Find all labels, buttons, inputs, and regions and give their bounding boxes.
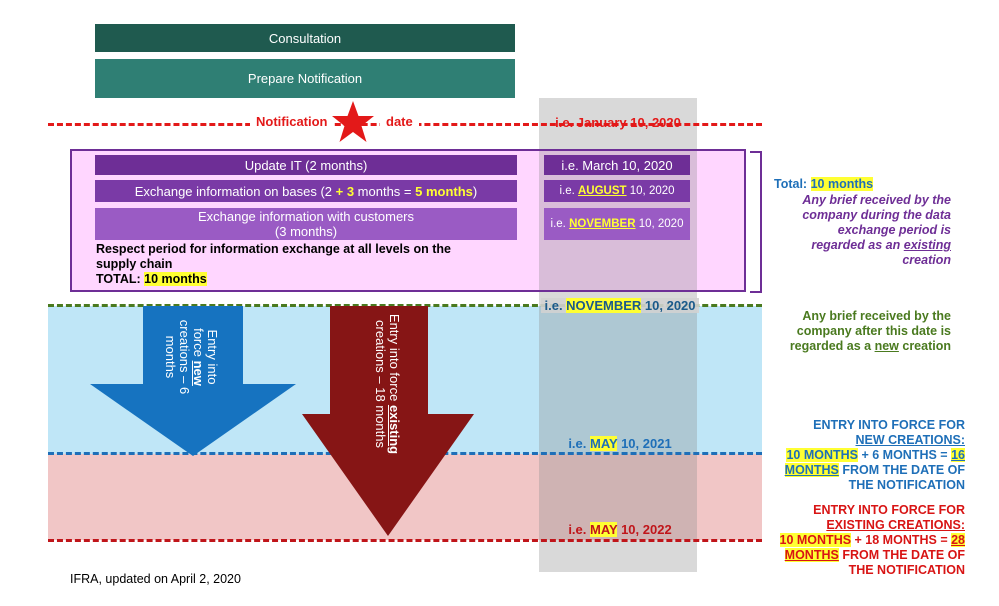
total-note: Total: 10 months: [774, 177, 874, 191]
entry-existing-note: ENTRY INTO FORCE FOR EXISTING CREATIONS:…: [779, 503, 965, 577]
may-2022-date: i.e. MAY 10, 2022: [568, 521, 672, 537]
november-line-date: i.e. NOVEMBER 10, 2020: [541, 296, 699, 314]
may-2022-line: [48, 539, 762, 542]
entry-new-note: ENTRY INTO FORCE FOR NEW CREATIONS: 10 M…: [784, 418, 965, 492]
existing-creations-arrow: [302, 306, 474, 536]
timeline-column: [539, 98, 697, 572]
new-creations-arrow-label: Entry into force new creations – 6 month…: [163, 319, 220, 395]
notification-date-word: date: [380, 111, 419, 132]
november-date-box: i.e. NOVEMBER 10, 2020: [544, 208, 690, 240]
consultation-label: Consultation: [268, 30, 342, 46]
prepare-notification-bar: Prepare Notification: [95, 59, 515, 98]
footer-note: IFRA, updated on April 2, 2020: [70, 572, 241, 586]
august-date-box: i.e. AUGUST 10, 2020: [544, 180, 690, 202]
total-bracket: [750, 151, 762, 293]
notification-label: Notification: [250, 111, 334, 132]
notification-date: i.e. January 10, 2020: [555, 114, 681, 130]
existing-creations-arrow-label: Entry into force existing creations – 18…: [373, 313, 402, 455]
march-date-box: i.e. March 10, 2020: [544, 155, 690, 175]
new-creations-arrow: [90, 306, 296, 456]
november-line: [48, 304, 762, 307]
update-it-bar: Update IT (2 months): [95, 155, 517, 175]
may-2021-date: i.e. MAY 10, 2021: [568, 435, 672, 451]
star-icon: [332, 101, 374, 142]
exchange-bases-bar: Exchange information on bases (2 + 3 mon…: [95, 180, 517, 202]
respect-period-text: Respect period for information exchange …: [96, 242, 451, 286]
existing-creation-note: Any brief received by the company during…: [802, 193, 951, 267]
prepare-notification-label: Prepare Notification: [247, 71, 363, 86]
data-exchange-frame: [70, 149, 746, 292]
new-creation-note: Any brief received by the company after …: [789, 309, 951, 353]
consultation-bar: Consultation: [95, 24, 515, 52]
exchange-customers-bar: Exchange information with customers (3 m…: [95, 208, 517, 240]
